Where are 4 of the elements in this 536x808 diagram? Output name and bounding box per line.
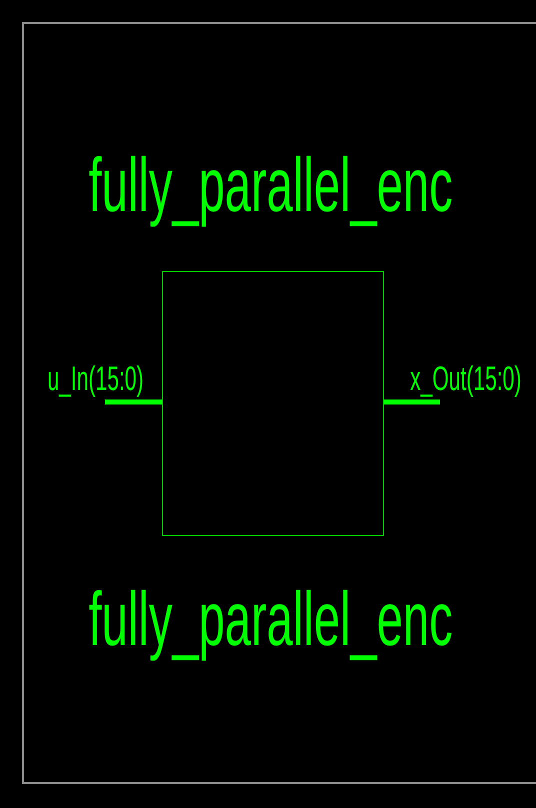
pin-label: x_Out(15:0) <box>410 362 522 396</box>
pin-line <box>105 400 162 404</box>
pin-line <box>384 400 440 404</box>
pin-label: u_In(15:0) <box>46 362 144 396</box>
